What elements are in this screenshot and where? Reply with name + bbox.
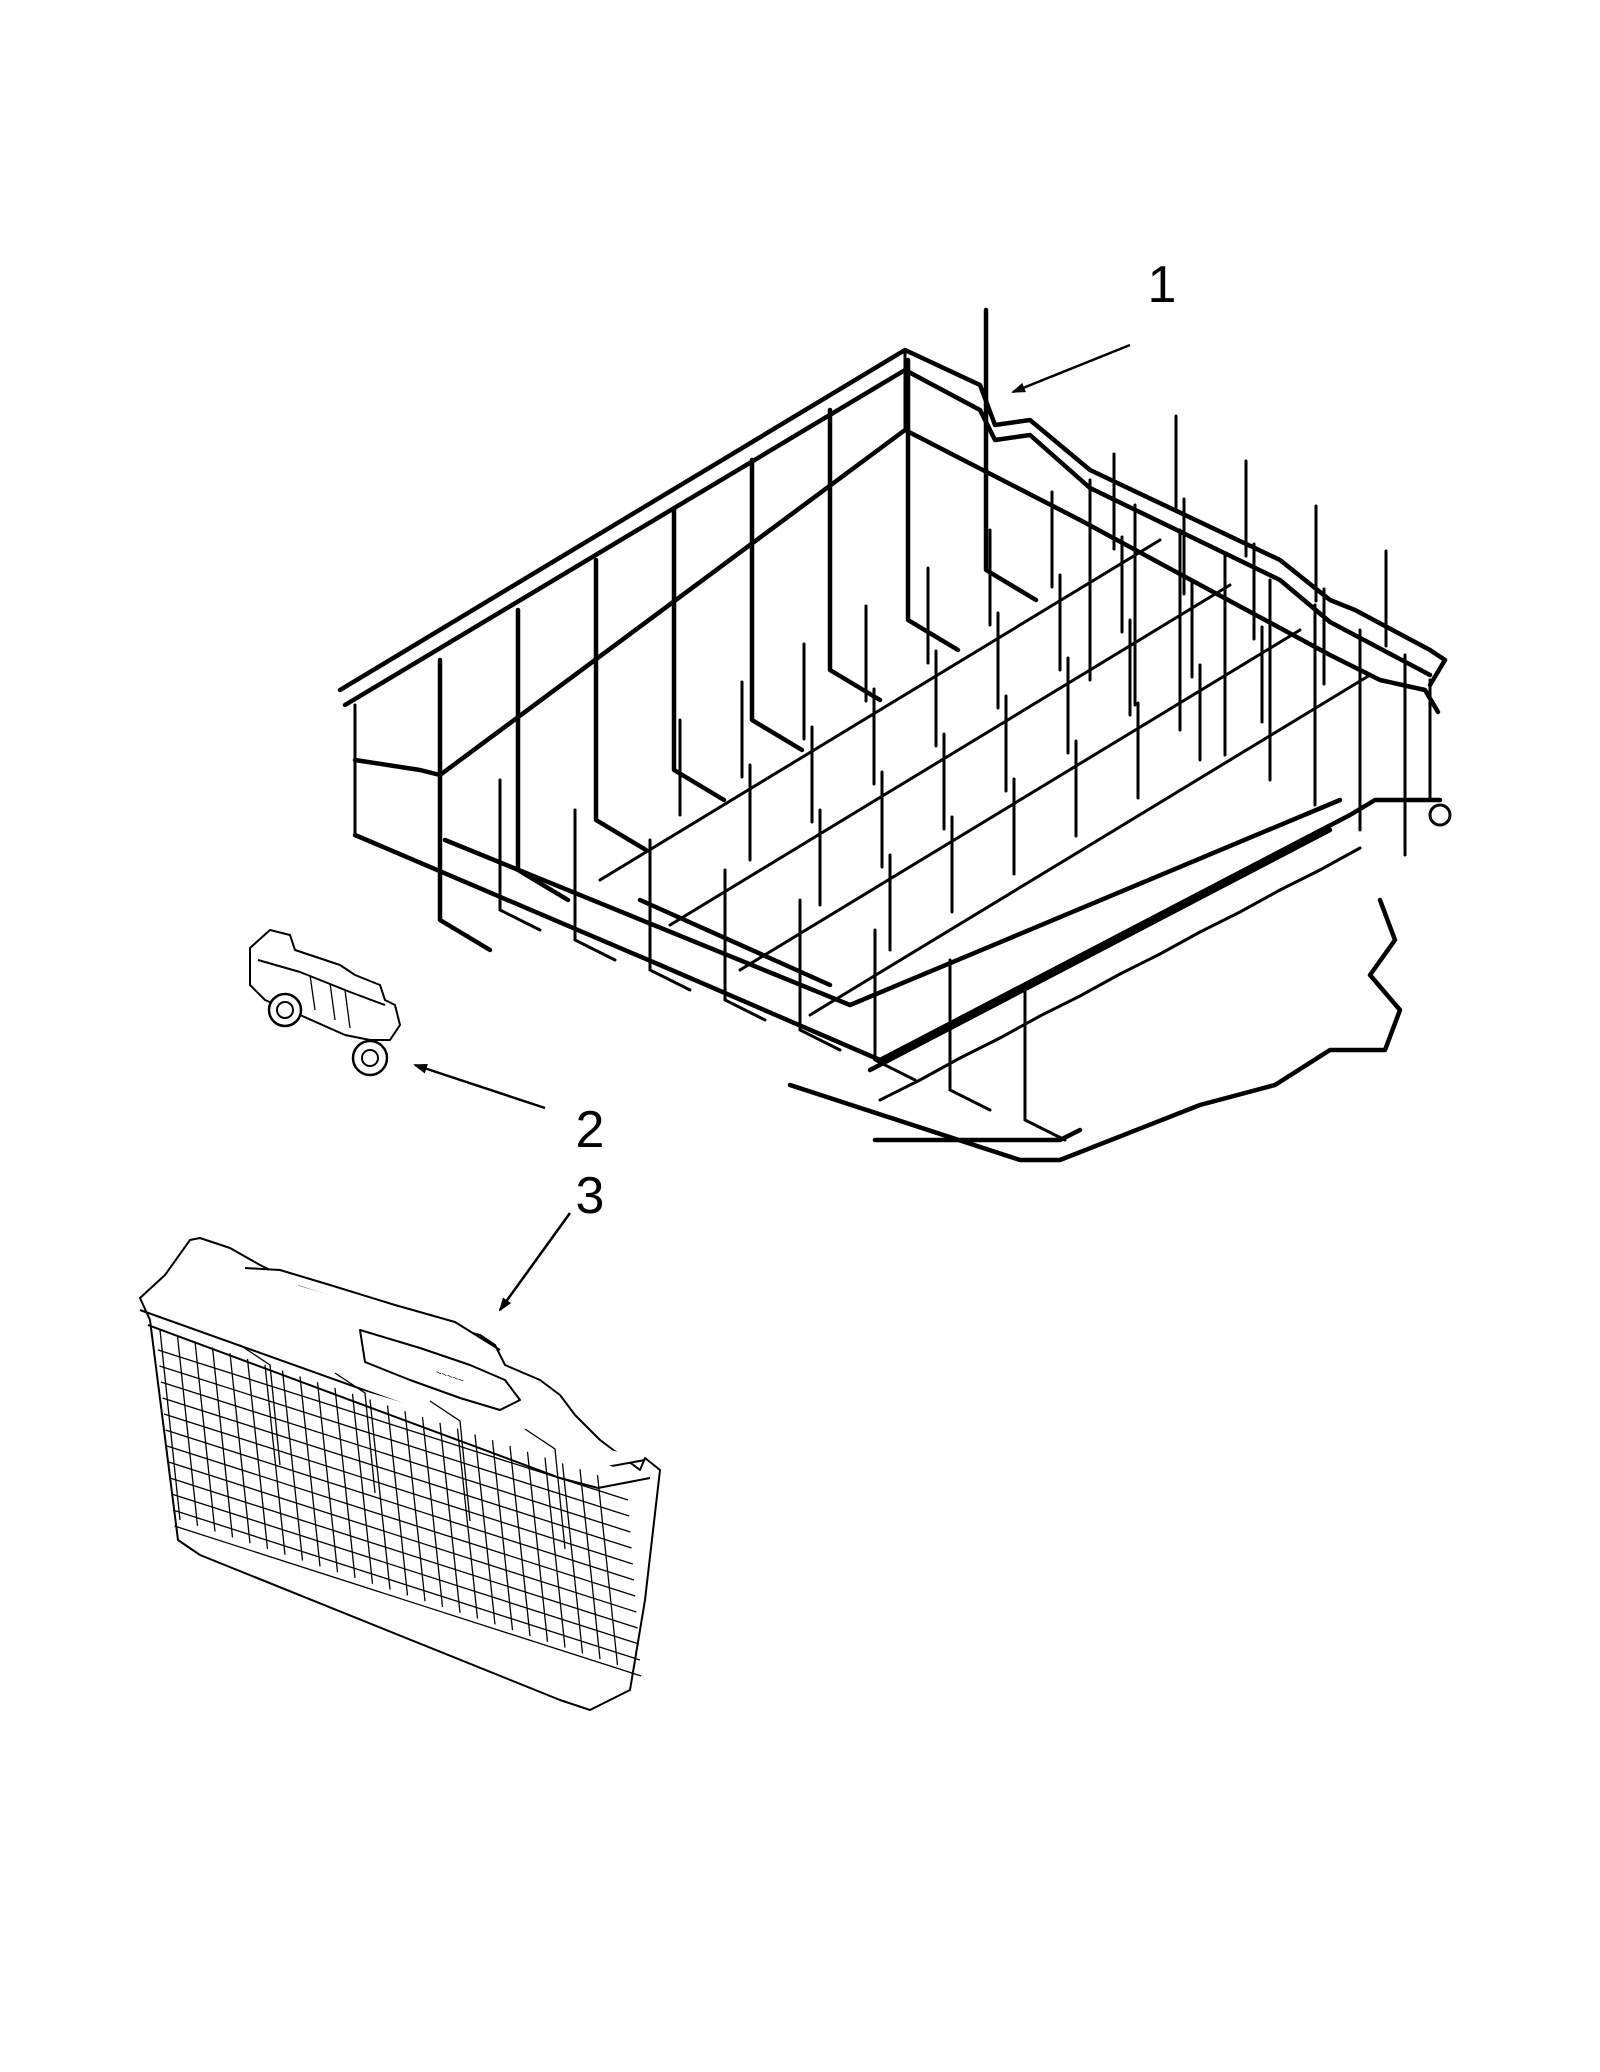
callout-leaders: [413, 343, 1131, 1312]
callout-number-3: 3: [576, 1167, 605, 1225]
leader-line-3: [498, 1212, 572, 1312]
callout-number-1: 1: [1148, 256, 1177, 314]
leader-line-2: [413, 1063, 546, 1110]
dish-rack-part-1: [337, 307, 1452, 1163]
callout-number-2: 2: [576, 1101, 605, 1159]
silverware-basket-part-3: ~~~~~: [139, 1237, 661, 1711]
leader-line-1: [1011, 343, 1131, 394]
rack-roller-part-2: [249, 929, 401, 1077]
